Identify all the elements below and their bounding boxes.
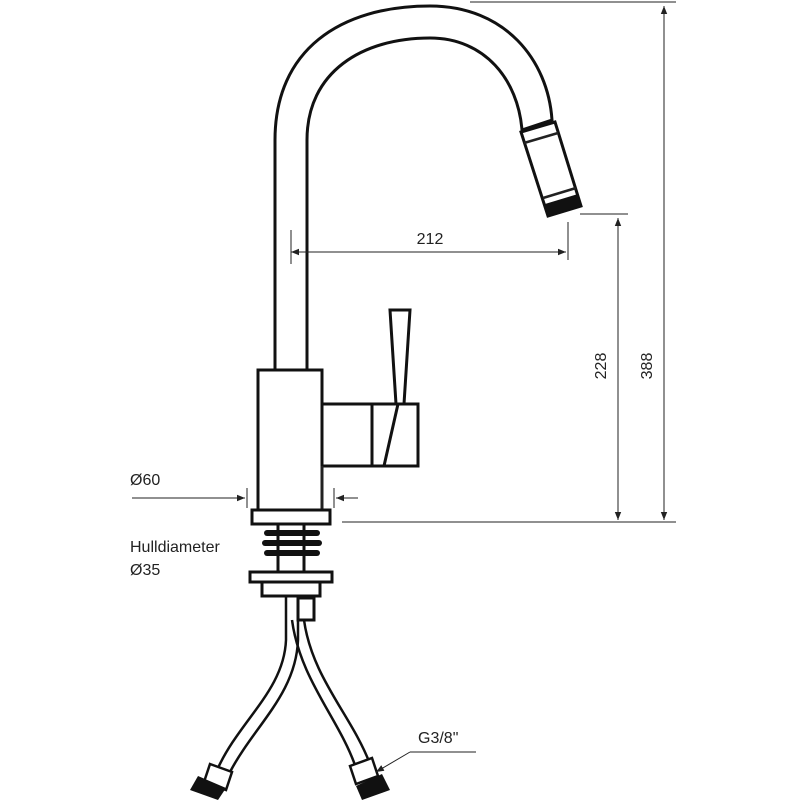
washers: [262, 530, 322, 556]
reach-value: 212: [417, 231, 444, 248]
dimension-base-diameter: Ø60: [130, 472, 358, 508]
connection-label: G3/8": [418, 730, 458, 747]
hose-fitting: [296, 596, 316, 622]
base-flange: [250, 508, 332, 526]
hose-end-right: [348, 756, 390, 800]
hose-end-left: [190, 762, 234, 800]
mounting-nut: [260, 580, 322, 598]
faucet-outline: [248, 4, 583, 622]
spout-height-value: 228: [593, 353, 610, 380]
total-height-value: 388: [639, 353, 656, 380]
lever-handle: [388, 308, 412, 406]
base-diameter-value: Ø60: [130, 472, 160, 489]
hole-diameter-title: Hulldiameter: [130, 539, 220, 556]
hole-diameter-value: Ø35: [130, 562, 160, 579]
dimension-spout-height: 228: [593, 218, 622, 520]
lever-neck: [370, 402, 400, 468]
supply-hoses: [190, 596, 390, 800]
lever-housing: [320, 402, 374, 468]
aerator: [519, 120, 583, 218]
dimension-reach: 212: [290, 222, 569, 264]
dimension-total-height: 388: [639, 6, 668, 520]
connection-callout: G3/8": [375, 730, 476, 773]
spout-tube: [273, 4, 554, 374]
faucet-body: [256, 368, 324, 512]
